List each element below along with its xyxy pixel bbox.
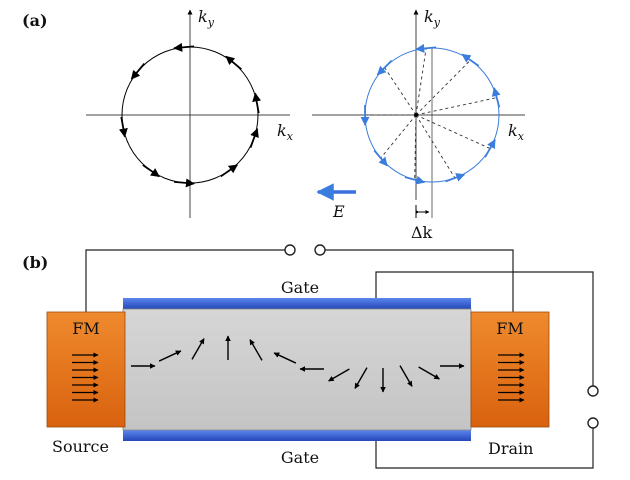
spin-arrow <box>445 173 466 183</box>
left-kx-label: kx <box>277 121 294 143</box>
switch-contact-top-left <box>284 244 296 256</box>
right-radial-dashes <box>365 48 497 180</box>
semiconductor-channel <box>122 308 472 431</box>
radial-dash <box>415 114 491 149</box>
panel-a-label: (a) <box>22 11 48 30</box>
spin-arrow <box>461 53 480 67</box>
spin-arrow <box>373 149 388 167</box>
spin-arrow <box>252 92 262 114</box>
spin-arrow <box>220 164 238 178</box>
left-ky-label: ky <box>198 7 215 29</box>
delta-k-label: Δk <box>411 223 433 242</box>
source-fm-label: FM <box>72 319 99 338</box>
drain-label: Drain <box>488 439 533 458</box>
spin-arrow <box>415 43 437 53</box>
radial-dash <box>415 48 427 116</box>
top-gate <box>123 298 471 309</box>
right-kx-label: kx <box>508 121 525 143</box>
spin-arrow <box>173 42 195 52</box>
radial-dash <box>415 59 471 116</box>
right-fermi-circle-group: ky kx Δk <box>312 7 525 242</box>
bottom-gate <box>123 430 471 441</box>
spin-arrow <box>130 63 146 80</box>
spin-arrow <box>376 59 393 76</box>
spin-arrow <box>273 352 297 364</box>
source-label: Source <box>52 437 109 456</box>
switch-contact-right-top <box>587 385 599 397</box>
drain-fm-label: FM <box>496 319 523 338</box>
bottom-gate-label: Gate <box>281 448 319 467</box>
spin-arrow <box>118 116 128 138</box>
spin-arrow <box>399 365 413 387</box>
radial-dash <box>415 97 497 116</box>
panel-b-label: (b) <box>22 253 48 272</box>
circuit-wires <box>85 249 594 469</box>
right-ky-label: ky <box>424 7 441 29</box>
spin-arrow <box>158 350 182 362</box>
radial-dash <box>384 67 417 116</box>
spin-arrow <box>174 178 195 188</box>
source-magnetization-arrows <box>72 352 99 403</box>
spin-arrow <box>142 164 160 178</box>
spin-arrow <box>328 368 350 382</box>
radial-dash <box>414 114 417 180</box>
spin-arrow <box>404 175 426 185</box>
switch-contact-top-right <box>314 244 326 256</box>
switch-contact-right-bottom <box>587 417 599 429</box>
top-gate-label: Gate <box>281 278 319 297</box>
spin-arrow <box>249 339 263 361</box>
radial-dash <box>415 114 456 179</box>
source-wire <box>85 249 285 312</box>
spin-arrow <box>484 139 496 158</box>
gate-bottom-wire <box>375 428 594 469</box>
radial-dash <box>380 114 417 159</box>
drain-wire-top <box>325 249 514 312</box>
precessing-spin-arrows <box>131 335 465 393</box>
drain-magnetization-arrows <box>498 352 525 403</box>
right-spin-arrows <box>360 43 501 185</box>
left-fermi-circle-group: ky kx <box>86 7 294 218</box>
left-spin-arrows <box>118 42 262 188</box>
right-origin-dot <box>414 113 418 117</box>
electric-field-label: E <box>332 202 345 221</box>
spin-arrow <box>491 87 501 108</box>
spin-arrow <box>418 366 440 380</box>
spin-arrow <box>249 128 259 148</box>
spin-arrow <box>354 367 368 389</box>
spin-arrow <box>191 338 205 360</box>
spin-arrow <box>225 55 242 71</box>
gate-wire <box>375 271 594 386</box>
